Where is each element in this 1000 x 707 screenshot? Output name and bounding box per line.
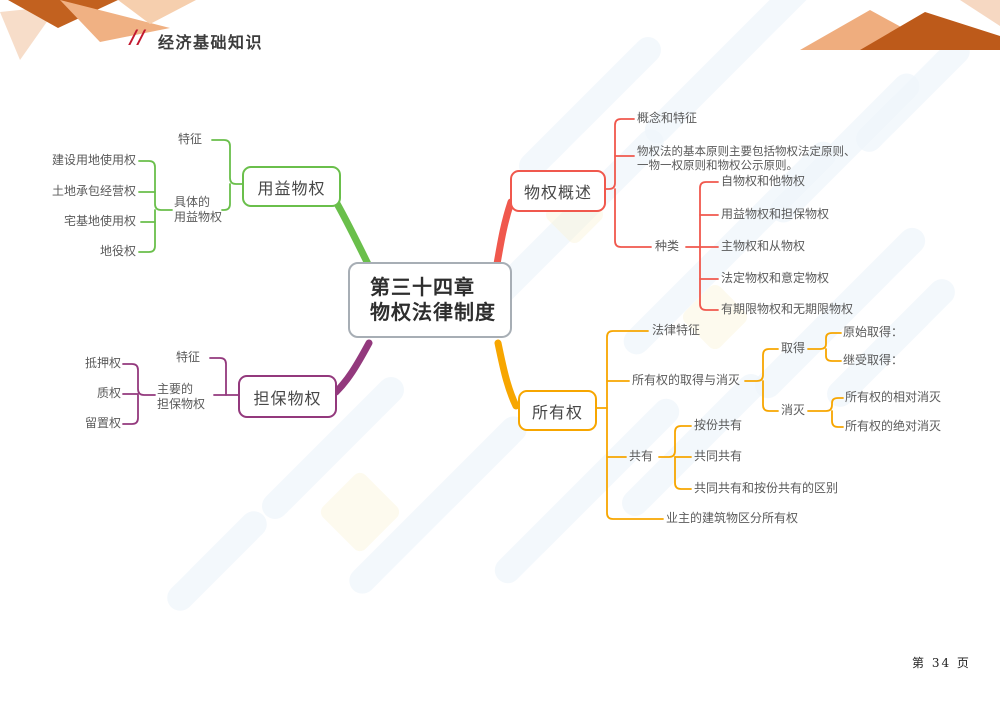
bracket-line <box>122 394 139 425</box>
label-usufruct-specific: 具体的 用益物权 <box>174 195 223 224</box>
label-security-feature: 特征 <box>176 350 201 364</box>
label-security-item: 留置权 <box>84 416 121 430</box>
bracket-usufruct <box>138 139 243 253</box>
bracket-line <box>606 330 649 409</box>
bracket-line <box>699 246 719 311</box>
label-overview-category: 种类 <box>655 239 680 253</box>
bracket-line <box>699 181 719 248</box>
label-usufruct-item: 地役权 <box>99 244 136 258</box>
bracket-line <box>138 160 173 211</box>
double-slash-icon: // <box>130 26 146 48</box>
mountain-pale <box>960 0 1000 26</box>
label-overview-item: 主物权和从物权 <box>721 239 806 253</box>
label-ownership-acquisition-extinction: 所有权的取得与消灭 <box>632 373 741 387</box>
label-acquisition: 取得 <box>781 341 806 355</box>
branch-curve-security <box>332 339 373 396</box>
branch-curve-overview <box>493 198 515 268</box>
triangle-light <box>118 0 196 24</box>
label-usufruct-item: 建设用地使用权 <box>51 153 136 167</box>
central-topic-node: 第三十四章 物权法律制度 <box>348 262 512 338</box>
label-overview-item: 用益物权和担保物权 <box>721 207 830 221</box>
bracket-line <box>601 118 635 190</box>
page-number: 第 34 页 <box>912 656 971 670</box>
topic-box-ownership: 所有权 <box>518 390 597 431</box>
topic-box-security: 担保物权 <box>238 375 337 418</box>
bracket-line <box>825 348 842 362</box>
label-co-ownership-item: 共同共有和按份共有的区别 <box>694 481 839 495</box>
label-overview-principles: 物权法的基本原则主要包括物权法定原则、 一物一权原则和物权公示原则。 <box>637 144 856 172</box>
bracket-line <box>807 332 842 350</box>
bracket-line <box>122 363 156 396</box>
label-condominium: 业主的建筑物区分所有权 <box>666 511 799 525</box>
label-co-ownership: 共有 <box>629 449 654 463</box>
topic-box-overview: 物权概述 <box>510 170 606 212</box>
mountain-decoration-top-right <box>800 0 1000 50</box>
label-usufruct-item: 宅基地使用权 <box>63 214 136 228</box>
bracket-line <box>807 397 844 412</box>
label-security-main: 主要的 担保物权 <box>157 382 206 411</box>
label-extinction-item: 所有权的相对消灭 <box>845 390 942 404</box>
label-ownership-legal-feature: 法律特征 <box>652 323 701 337</box>
bracket-line <box>831 410 844 428</box>
branch-curve-usufruct <box>331 196 372 268</box>
bracket-security <box>122 357 239 425</box>
bracket-line <box>138 209 156 253</box>
bracket-line <box>221 183 231 211</box>
bracket-line <box>209 357 227 396</box>
bracket-line <box>606 407 664 520</box>
label-co-ownership-item: 按份共有 <box>694 418 743 432</box>
label-extinction: 消灭 <box>781 403 806 417</box>
bracket-line <box>614 188 652 248</box>
bracket-line <box>762 380 779 412</box>
corner-decoration-top-left <box>0 0 196 60</box>
label-overview-item: 有期限物权和无期限物权 <box>721 302 854 316</box>
mountain-dark <box>860 12 1000 50</box>
triangle-mid <box>60 0 170 42</box>
label-overview-item: 法定物权和意定物权 <box>721 271 830 285</box>
bracket-line <box>211 139 243 185</box>
label-overview-item: 自物权和他物权 <box>721 174 806 188</box>
label-security-item: 质权 <box>96 386 121 400</box>
label-acquisition-item: 继受取得： <box>843 353 904 367</box>
label-acquisition-item: 原始取得： <box>843 325 904 339</box>
triangle-dark <box>8 0 118 28</box>
topic-box-usufruct: 用益物权 <box>242 166 341 207</box>
label-extinction-item: 所有权的绝对消灭 <box>845 419 942 433</box>
label-co-ownership-item: 共同共有 <box>694 449 743 463</box>
bracket-ownership <box>592 330 844 520</box>
bracket-line <box>744 348 779 382</box>
branch-curve-ownership <box>494 339 520 410</box>
label-usufruct-item: 土地承包经营权 <box>51 184 136 198</box>
bracket-line <box>658 425 692 458</box>
bracket-line <box>674 456 692 490</box>
bracket-overview <box>601 118 719 311</box>
label-usufruct-feature: 特征 <box>178 132 203 146</box>
label-overview-concept: 概念和特征 <box>637 111 698 125</box>
label-security-item: 抵押权 <box>84 356 121 370</box>
chapter-header-title: 经济基础知识 <box>158 33 264 52</box>
